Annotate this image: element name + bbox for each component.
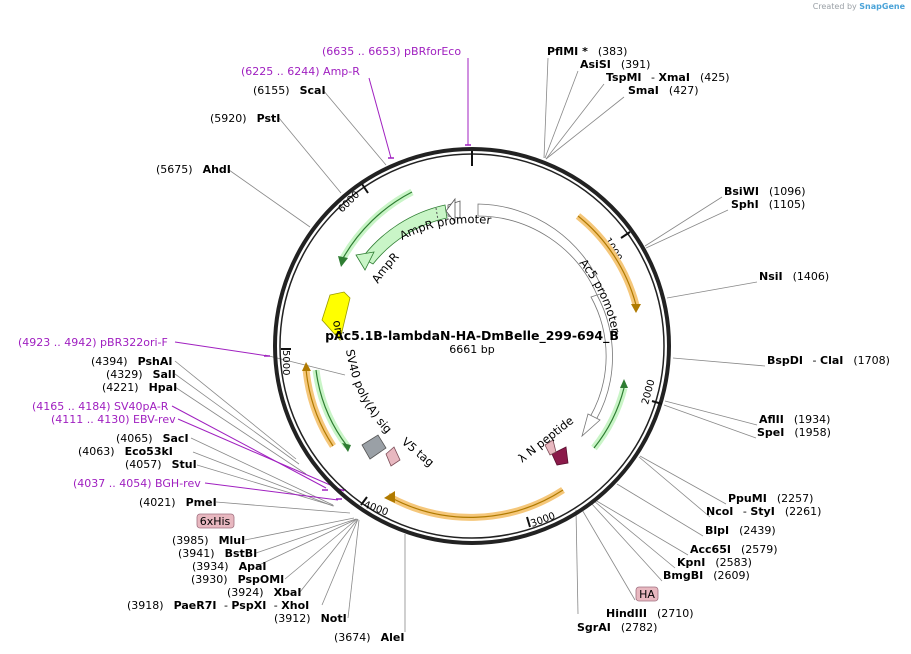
site-bstbi: (3941)BstBI [178,547,257,560]
primer-leaders [171,58,469,501]
v5-tag-feature [385,446,401,467]
site-scai: (6155)ScaI [253,84,326,97]
site-hpai: (4221)HpaI [102,381,177,394]
site-alei: (3674)AleI [334,631,404,644]
v5-label: V5 tag [399,435,437,470]
lambda-feature [551,446,569,466]
site-nsii: NsiI(1406) [759,270,829,283]
site-bspdi-clai: BspDI - ClaI(1708) [767,354,890,367]
site-mlui: (3985)MluI [172,534,245,547]
snapgene-logo: SnapGene [859,2,905,11]
leader-lines [174,57,766,632]
sv40-feature [361,434,387,460]
site-asisi: AsiSI(391) [580,58,650,71]
site-tspmi-xmai: TspMI - XmaI(425) [606,71,730,84]
site-pmei: (4021)PmeI [139,496,217,509]
tick-5000: 5000 [280,350,291,375]
orf-arrowheads [302,304,641,503]
primer-pbr322ori: (4923 .. 4942) pBR322ori-F [18,336,168,349]
site-xbai: (3924)XbaI [227,586,301,599]
primer-marks [264,144,471,500]
site-bsiwi: BsiWI(1096) [724,185,806,198]
primer-bghrev: (4037 .. 4054) BGH-rev [73,477,201,490]
site-kpni: KpnI(2583) [677,556,752,569]
tick-6000: 6000 [336,189,362,215]
site-stui: (4057)StuI [125,458,197,471]
site-pflmi: PflMI *(383) [547,45,627,58]
site-spei: SpeI(1958) [757,426,831,439]
site-hindiii: HindIII(2710) [606,607,694,620]
site-labels-left: (6155)ScaI (5920)PstI (5675)AhdI (4394)P… [78,84,404,644]
site-sphi: SphI(1105) [731,198,805,211]
lambda-ha [544,439,557,456]
ac5-promoter-head [581,413,601,438]
sixhis-label: 6xHis [200,515,231,528]
green-arrowheads [338,256,628,452]
site-ppumi: PpuMI(2257) [728,492,813,505]
site-ncoi-styi: NcoI - StyI(2261) [706,505,821,518]
site-saci: (4065)SacI [116,432,189,445]
site-sgrai: SgrAI(2782) [577,621,657,634]
site-noti: (3912)NotI [274,612,347,625]
sixhis-box: 6xHis [196,513,235,529]
site-labels-right: PflMI *(383) AsiSI(391) TspMI - XmaI(425… [547,45,890,634]
ampr-head [355,251,375,271]
plasmid-name: pAc5.1B-lambdaN-HA-DmBelle_299-694_B [325,328,619,344]
site-acc65i: Acc65I(2579) [690,543,778,556]
site-smai: SmaI(427) [628,84,699,97]
site-apai: (3934)ApaI [192,560,266,573]
primer-labels: (6635 .. 6653) pBRforEco (6225 .. 6244) … [18,45,461,490]
ori-feature [321,291,351,341]
site-eco53ki: (4063)Eco53kI [78,445,173,458]
primer-ebvrev: (4111 .. 4130) EBV-rev [51,413,176,426]
site-blpi: BlpI(2439) [705,524,776,537]
ha-box: HA [635,586,659,602]
green-orf-arcs [312,188,628,451]
ori-label: ori [330,319,346,336]
site-aflii: AflII(1934) [759,413,830,426]
site-sali: (4329)SalI [106,368,176,381]
primer-sv40pa: (4165 .. 4184) SV40pA-R [32,400,169,413]
primer-pbrforeco: (6635 .. 6653) pBRforEco [322,45,461,58]
site-psti: (5920)PstI [210,112,280,125]
credit-prefix: Created by [812,2,857,11]
site-ahdi: (5675)AhdI [156,163,231,176]
ampr-promoter-head [445,197,456,224]
ha-label: HA [639,588,655,601]
site-pspomi: (3930)PspOMI [191,573,284,586]
ac5-promoter-arrow [477,203,605,296]
ac5-promoter-label: Ac5 promoter [577,256,623,334]
site-pshai: (4394)PshAI [91,355,172,368]
plasmid-length: 6661 bp [449,343,494,356]
orf-arcs [302,213,640,521]
snapgene-credit: Created by SnapGene [813,2,905,11]
ticks [281,151,663,528]
site-bmgbi: BmgBI(2609) [663,569,750,582]
primer-ampr: (6225 .. 6244) Amp-R [241,65,360,78]
backbone-outer [273,147,671,545]
site-paer7i: (3918)PaeR7I - PspXI - XhoI [127,599,309,612]
